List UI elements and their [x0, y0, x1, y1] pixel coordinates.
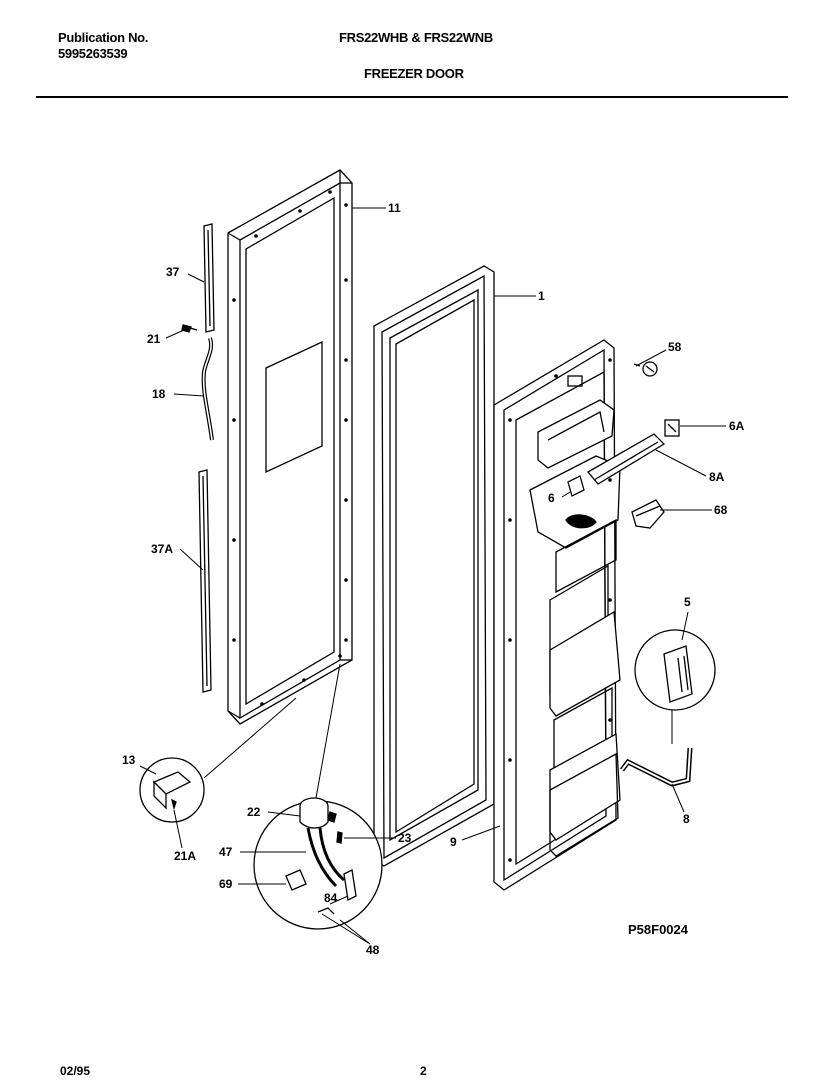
side-trim-upper: [203, 223, 215, 333]
callout-68: 68: [714, 503, 728, 517]
callout-11: 11: [388, 201, 401, 215]
header-rule: [36, 96, 788, 98]
door-label-area: [265, 340, 323, 474]
callout-labels: 11 1 37 21 18 37A 58 6A 8A 6 68 5 8 13 2…: [122, 201, 745, 957]
detail-circle-wiring: [253, 797, 383, 930]
callout-48: 48: [366, 943, 380, 957]
callout-23: 23: [398, 831, 412, 845]
leader-lines: [139, 207, 726, 945]
callout-1: 1: [538, 289, 545, 303]
publication-label: Publication No.: [58, 30, 149, 45]
side-trim-lower: [198, 469, 212, 693]
callout-21a: 21A: [174, 849, 196, 863]
callout-6: 6: [548, 491, 555, 505]
outer-door-panel: [227, 169, 353, 725]
callout-58: 58: [668, 340, 682, 354]
callout-5: 5: [684, 595, 691, 609]
inner-door-liner: [493, 339, 621, 891]
clip-6a: [664, 419, 680, 437]
bracket-8: [620, 747, 693, 787]
screw-21: [181, 324, 198, 333]
model-numbers: FRS22WHB & FRS22WNB: [339, 30, 493, 45]
callout-8a: 8A: [709, 470, 725, 484]
callout-22: 22: [247, 805, 261, 819]
screw-58: [633, 361, 658, 377]
chute-68: [631, 499, 665, 529]
publication-number: 5995263539: [58, 46, 128, 61]
callout-37a: 37A: [151, 542, 173, 556]
callout-9: 9: [450, 835, 457, 849]
switch-6: [567, 475, 585, 497]
detail-circle-13: [139, 757, 205, 823]
section-title: FREEZER DOOR: [364, 66, 464, 81]
footer-date: 02/95: [60, 1064, 91, 1078]
callout-37: 37: [166, 265, 180, 279]
detail-circle-5: [634, 629, 716, 711]
callout-13: 13: [122, 753, 136, 767]
lever-bar-8a: [587, 433, 666, 485]
callout-69: 69: [219, 877, 233, 891]
handle-bracket: [201, 337, 214, 441]
callout-18: 18: [152, 387, 166, 401]
callout-84: 84: [324, 891, 338, 905]
callout-8: 8: [683, 812, 690, 826]
callout-6a: 6A: [729, 419, 745, 433]
callout-21: 21: [147, 332, 161, 346]
diagram-code: P58F0024: [628, 922, 689, 937]
footer-page-number: 2: [420, 1064, 427, 1078]
callout-47: 47: [219, 845, 233, 859]
door-gasket: [373, 265, 495, 867]
